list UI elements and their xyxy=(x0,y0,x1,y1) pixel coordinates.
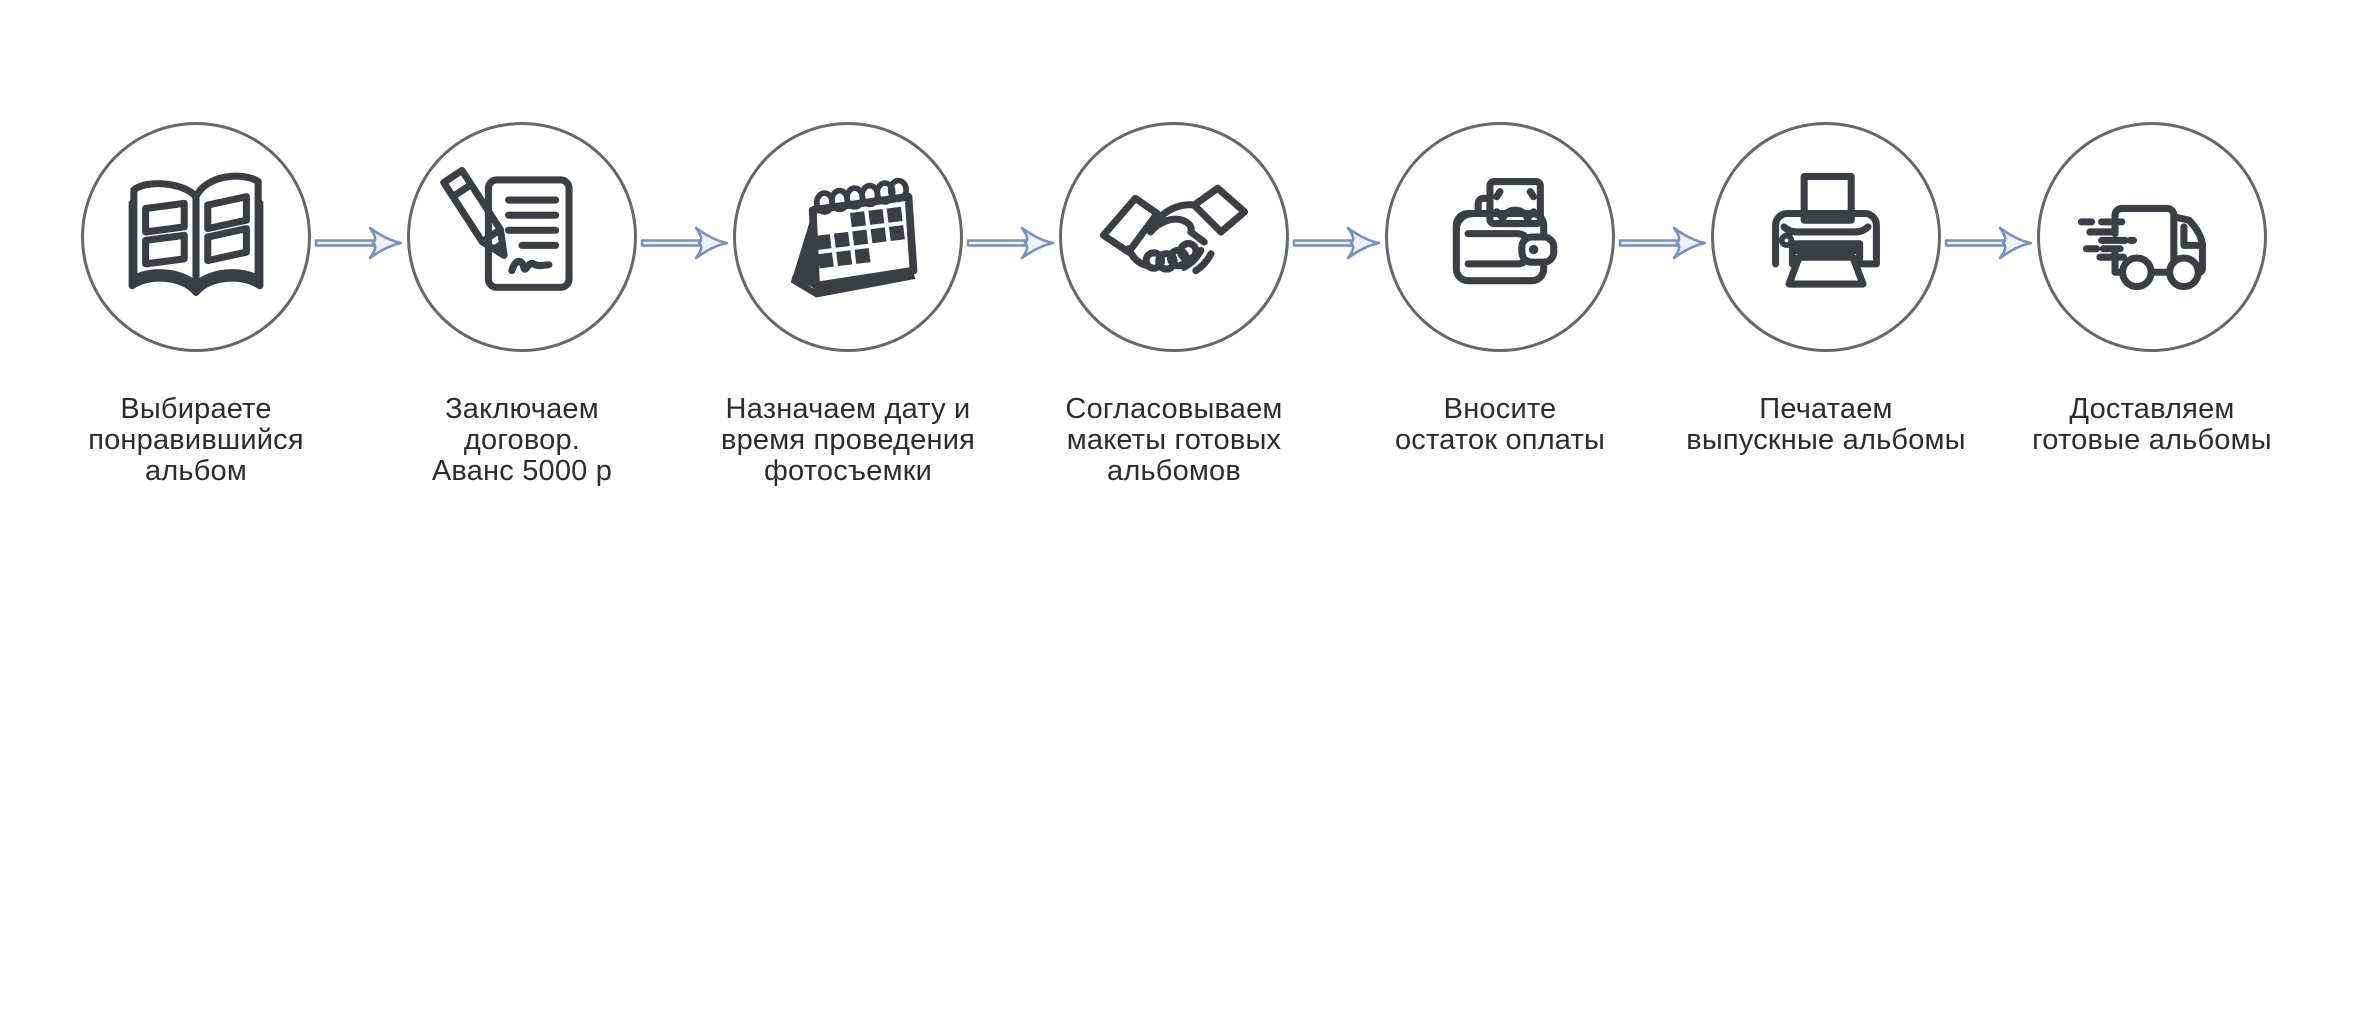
step-circle xyxy=(407,122,637,352)
step-label: Доставляем готовые альбомы xyxy=(2032,393,2272,456)
step-label: Печатаем выпускные альбомы xyxy=(1686,393,1966,456)
step-pay-balance: Вносите остаток оплаты xyxy=(1337,0,1663,487)
flow-arrow-icon xyxy=(314,226,403,260)
flow-arrow-icon xyxy=(640,226,729,260)
step-circle xyxy=(733,122,963,352)
truck-icon xyxy=(2077,204,2206,291)
step-choose-album: Выбираете понравившийся альбом xyxy=(33,0,359,487)
step-label: Выбираете понравившийся альбом xyxy=(88,393,304,487)
album-icon xyxy=(128,172,264,296)
step-label: Вносите остаток оплаты xyxy=(1394,393,1606,456)
step-circle xyxy=(1385,122,1615,352)
step-label: Согласовываем макеты готовых альбомов xyxy=(1065,393,1283,487)
calendar-icon xyxy=(790,177,918,298)
step-circle xyxy=(2037,122,2267,352)
step-print-albums: Печатаем выпускные альбомы xyxy=(1663,0,1989,487)
flow-arrow-icon xyxy=(1292,226,1381,260)
step-label: Назначаем дату и время проведения фотосъ… xyxy=(720,393,976,487)
contract-icon xyxy=(440,166,573,291)
step-sign-contract: Заключаем договор. Аванс 5000 р xyxy=(359,0,685,487)
step-circle xyxy=(1059,122,1289,352)
step-deliver-albums: Доставляем готовые альбомы xyxy=(1989,0,2315,487)
steps-row: Выбираете понравившийся альбом xyxy=(33,0,2315,487)
flow-arrow-icon xyxy=(966,226,1055,260)
step-circle xyxy=(81,122,311,352)
step-circle xyxy=(1711,122,1941,352)
flow-arrow-icon xyxy=(1944,226,2033,260)
flow-arrow-icon xyxy=(1618,226,1707,260)
wallet-icon xyxy=(1452,178,1558,285)
printer-icon xyxy=(1772,172,1880,288)
step-label: Заключаем договор. Аванс 5000 р xyxy=(431,393,613,487)
step-approve-layouts: Согласовываем макеты готовых альбомов xyxy=(1011,0,1337,487)
step-schedule-photoshoot: Назначаем дату и время проведения фотосъ… xyxy=(685,0,1011,487)
handshake-icon xyxy=(1099,184,1249,275)
